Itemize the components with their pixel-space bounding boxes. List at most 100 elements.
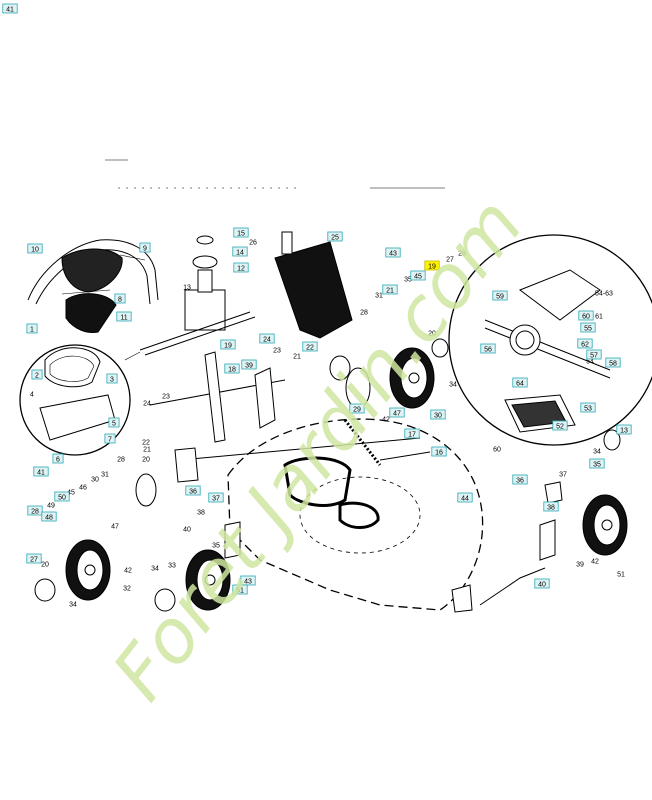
part-label-47: 47: [111, 524, 119, 531]
label-box: [241, 359, 257, 370]
part-label-54: 54: [586, 359, 594, 366]
part-label-36: 36: [185, 485, 201, 496]
label-text: 29: [353, 407, 361, 414]
label-text: 41: [37, 470, 45, 477]
label-text: 30: [434, 413, 442, 420]
label-box: [580, 322, 596, 333]
part-label-38: 38: [543, 501, 559, 512]
label-box: [382, 284, 398, 295]
label-text: 37: [212, 496, 220, 503]
label-text: 40: [183, 527, 191, 534]
wheels: [34, 338, 628, 612]
part-label-60: 60: [578, 310, 594, 321]
label-text: 1: [30, 327, 34, 334]
label-box: [33, 466, 49, 477]
label-text: 9: [143, 246, 147, 253]
label-box: [616, 424, 632, 435]
part-label-15: 15: [233, 227, 249, 238]
gearbox: [124, 235, 256, 361]
part-label-10: 10: [27, 243, 43, 254]
label-text: 33: [168, 563, 176, 570]
part-label-44: 44: [457, 492, 473, 503]
label-text: 3: [110, 377, 114, 384]
label-text: 51: [617, 572, 625, 579]
label-box: [578, 310, 594, 321]
part-label-56: 56: [480, 343, 496, 354]
label-box: [104, 433, 116, 444]
part-label-47: 47: [389, 407, 405, 418]
label-text: 20: [428, 331, 436, 338]
part-label-13: 13: [616, 424, 632, 435]
label-text: 20: [41, 562, 49, 569]
part-label-26: 26: [249, 240, 257, 247]
part-label-8: 8: [114, 293, 126, 304]
label-text: 21: [293, 354, 301, 361]
part-label-4: 4: [30, 392, 34, 399]
part-label-41: 41: [33, 466, 49, 477]
label-box: [512, 474, 528, 485]
wheel-rear-left: [389, 347, 435, 409]
label-text: 21: [386, 288, 394, 295]
part-label-20: 20: [41, 562, 49, 569]
label-text: 6: [56, 457, 60, 464]
label-text: 61: [595, 314, 603, 321]
label-text: 35: [404, 277, 412, 284]
label-text: 47: [111, 524, 119, 531]
label-box: [208, 492, 224, 503]
part-label-14: 14: [232, 246, 248, 257]
part-label-7: 7: [104, 433, 116, 444]
part-label-19: 19: [220, 339, 236, 350]
label-text: 12: [237, 266, 245, 273]
part-label-58: 58: [605, 357, 621, 368]
part-label-19: 19: [424, 260, 440, 271]
part-label-23: 23: [273, 348, 281, 355]
label-box: [431, 446, 447, 457]
wheel-front-left: [65, 539, 111, 601]
label-text: 23: [273, 348, 281, 355]
label-text: 27: [30, 557, 38, 564]
label-box: [457, 492, 473, 503]
part-label-16: 16: [431, 446, 447, 457]
part-label-21: 21: [382, 284, 398, 295]
label-box: [424, 260, 440, 271]
part-label-54-63: 54-63: [595, 291, 613, 298]
part-label-45: 45: [410, 270, 426, 281]
label-text: 48: [45, 515, 53, 522]
label-text: 45: [414, 274, 422, 281]
label-text: 5: [112, 421, 116, 428]
label-text: 20: [142, 457, 150, 464]
handle-detail-circle: [19, 344, 131, 456]
part-label-31: 31: [375, 293, 383, 300]
part-label-59: 59: [492, 290, 508, 301]
part-label-42: 42: [591, 559, 599, 566]
label-text: 56: [484, 347, 492, 354]
label-box: [605, 357, 621, 368]
label-box: [259, 333, 275, 344]
label-box: [232, 246, 248, 257]
part-label-38: 38: [197, 510, 205, 517]
part-label-28: 28: [360, 310, 368, 317]
label-text: 40: [538, 582, 546, 589]
label-text: 16: [435, 450, 443, 457]
label-box: [54, 491, 70, 502]
part-label-41: 41: [2, 3, 18, 14]
label-text: 39: [245, 363, 253, 370]
label-box: [2, 3, 18, 14]
label-text: 31: [101, 472, 109, 479]
part-label-35: 35: [212, 543, 220, 550]
part-label-20: 20: [428, 331, 436, 338]
label-box: [389, 407, 405, 418]
label-text: 30: [91, 477, 99, 484]
label-box: [106, 373, 118, 384]
part-label-62: 62: [577, 338, 593, 349]
label-text: 38: [547, 505, 555, 512]
label-text: 62: [581, 342, 589, 349]
label-text: 34: [449, 382, 457, 389]
part-label-64: 64: [512, 377, 528, 388]
label-text: 42: [124, 568, 132, 575]
label-text: 11: [120, 315, 127, 322]
label-text: 24: [263, 337, 271, 344]
part-label-28: 28: [458, 251, 466, 258]
part-label-31: 31: [101, 472, 109, 479]
